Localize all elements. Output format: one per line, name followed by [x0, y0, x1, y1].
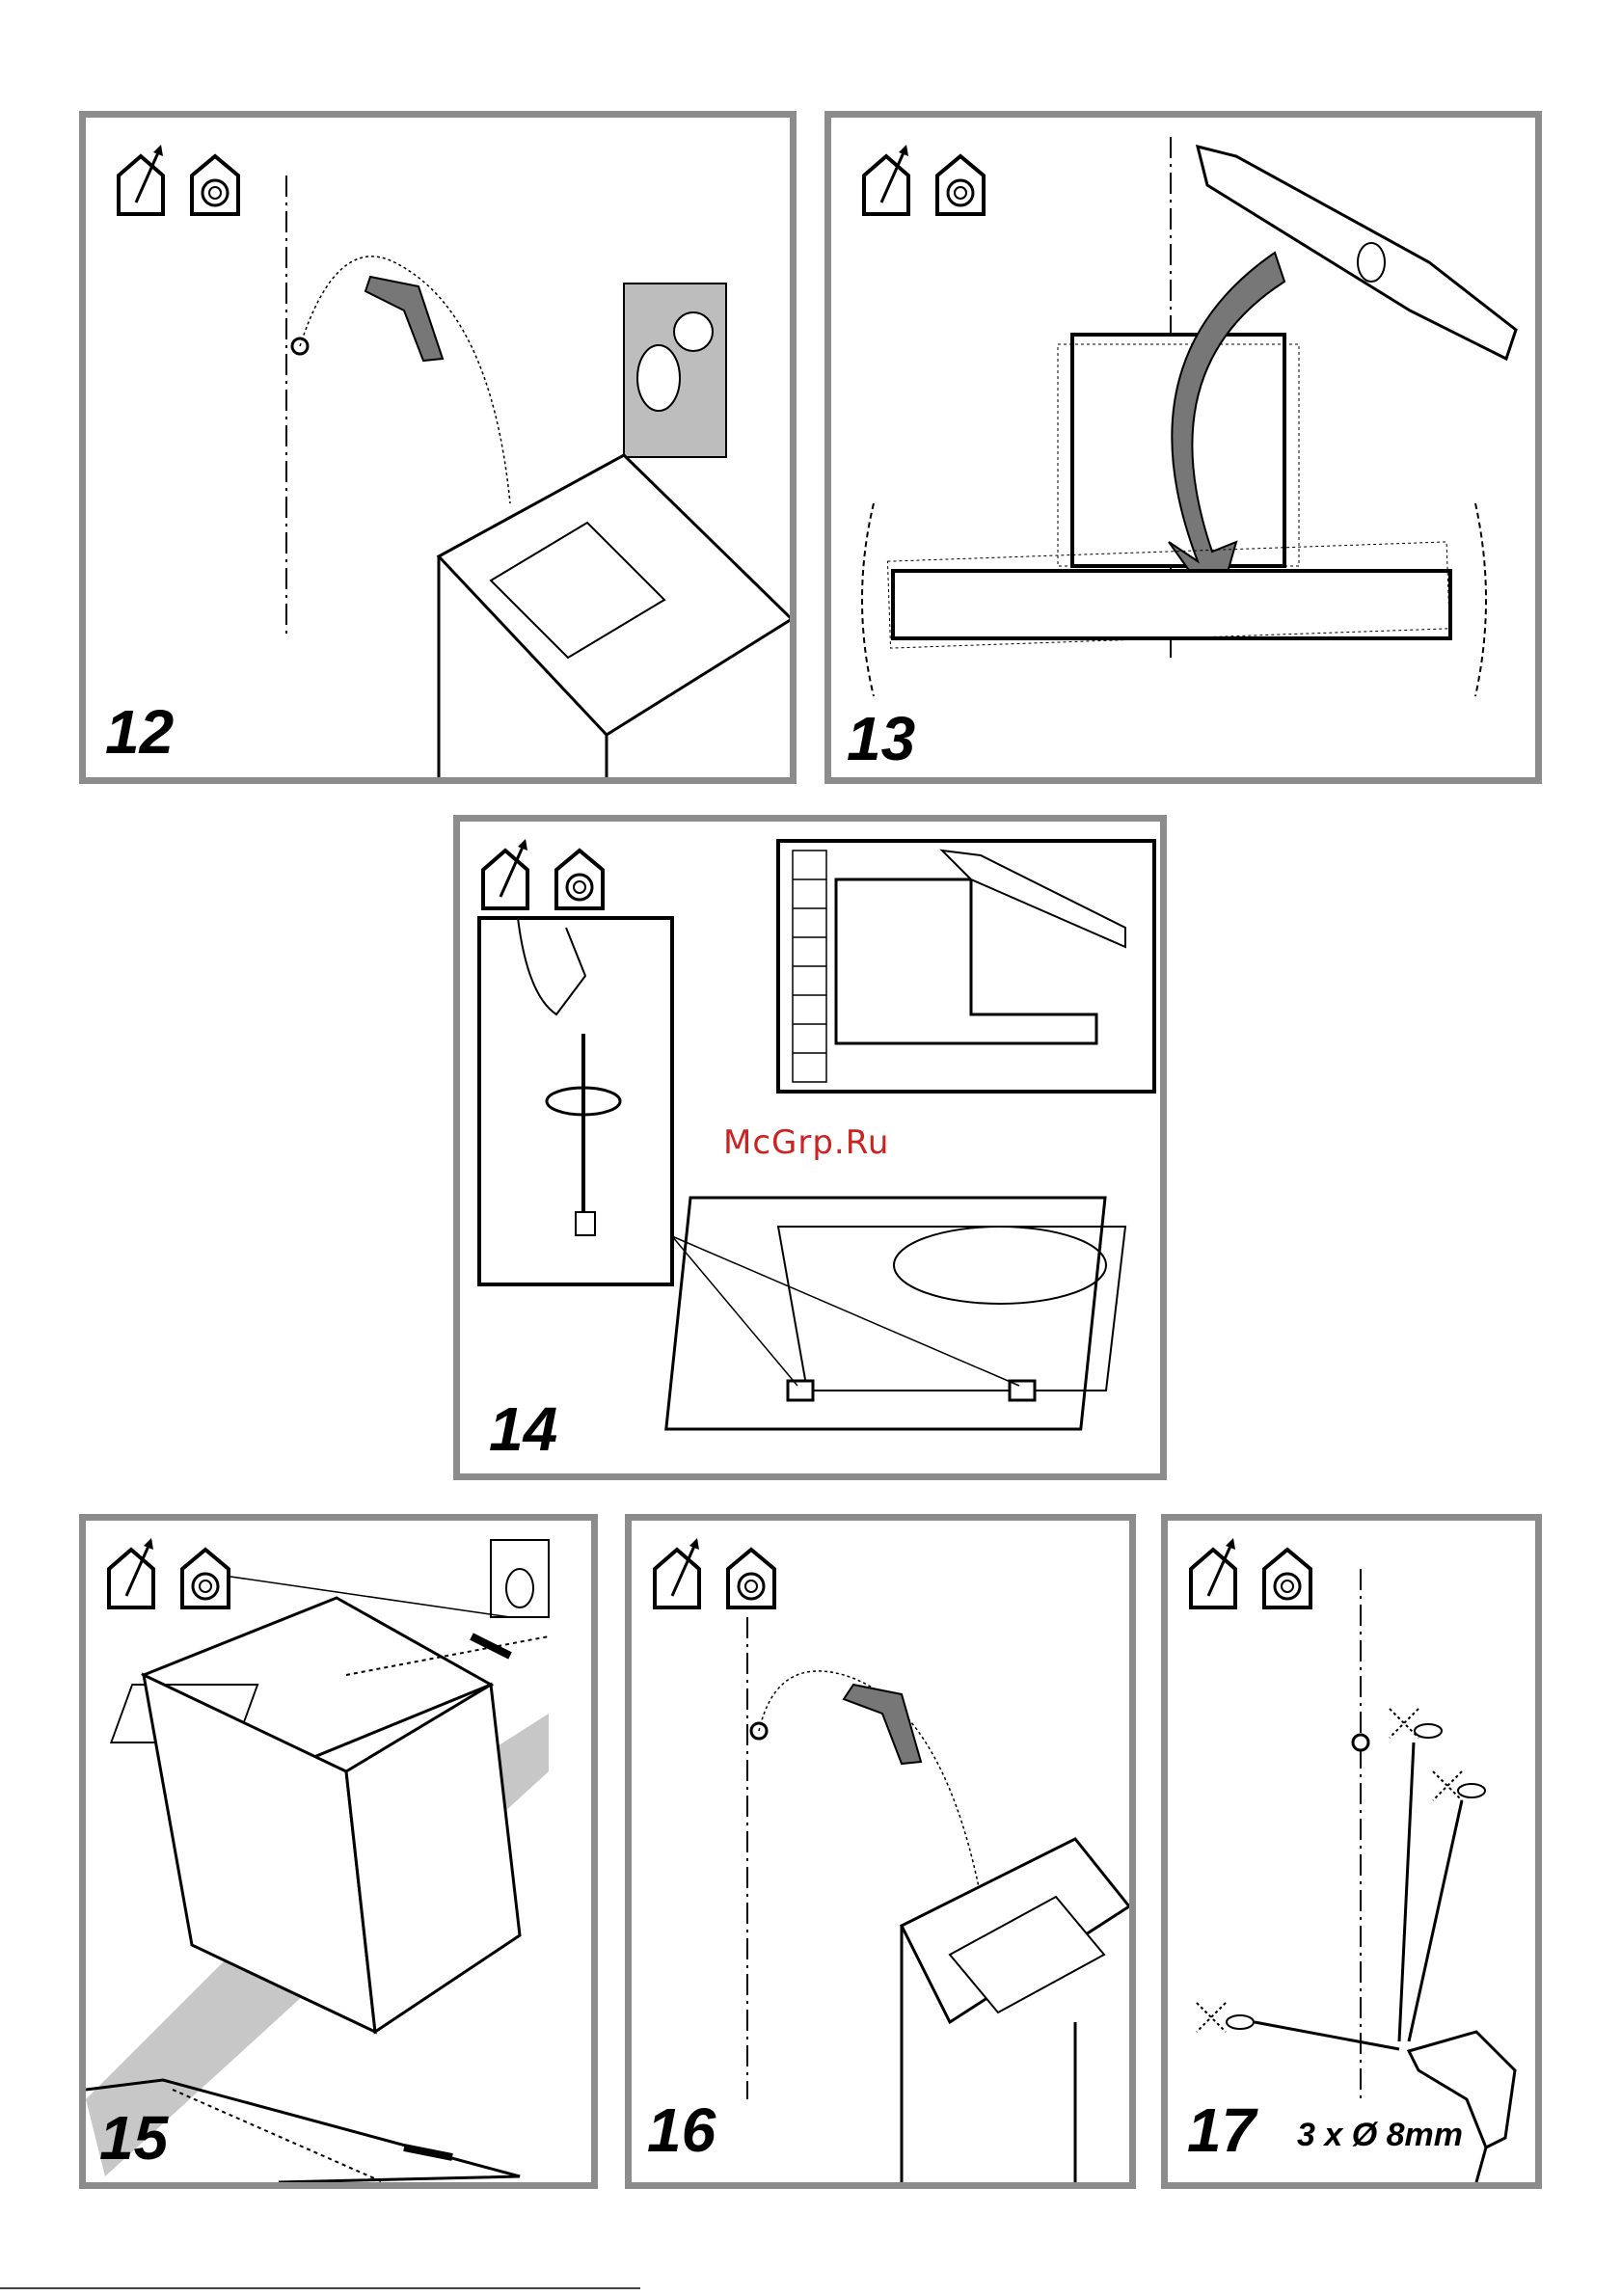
step-number: 16 [647, 2099, 716, 2161]
house-arrow-icon [483, 839, 527, 908]
step-12-panel: 12 [79, 111, 797, 784]
house-arrow-icon [1191, 1538, 1235, 1607]
step-number: 15 [99, 2107, 168, 2169]
step-17-panel: 17 3 x Ø 8mm [1161, 1514, 1542, 2189]
house-spiral-icon [728, 1550, 774, 1607]
drill-size-caption: 3 x Ø 8mm [1297, 2117, 1463, 2154]
house-spiral-icon [192, 156, 238, 214]
step-16-illustration [632, 1521, 1129, 2182]
footer-rule [0, 2287, 640, 2289]
step-number: 13 [847, 708, 915, 770]
step-number: 17 [1187, 2099, 1256, 2161]
step-16-panel: 16 [625, 1514, 1136, 2189]
step-13-illustration [831, 118, 1535, 777]
house-spiral-icon [937, 156, 984, 214]
step-number: 14 [489, 1398, 557, 1460]
house-spiral-icon [1264, 1550, 1310, 1607]
step-12-illustration [86, 118, 790, 777]
house-arrow-icon [864, 145, 908, 214]
house-arrow-icon [109, 1538, 153, 1607]
house-spiral-icon [182, 1550, 229, 1607]
step-number: 12 [105, 701, 174, 763]
step-15-illustration [86, 1521, 591, 2182]
step-15-panel: 15 [79, 1514, 598, 2189]
step-17-illustration [1168, 1521, 1535, 2182]
house-spiral-icon [556, 851, 603, 908]
house-arrow-icon [119, 145, 163, 214]
house-arrow-icon [655, 1538, 699, 1607]
watermark-text: McGrp.Ru [723, 1123, 889, 1162]
step-13-panel: 13 [824, 111, 1542, 784]
